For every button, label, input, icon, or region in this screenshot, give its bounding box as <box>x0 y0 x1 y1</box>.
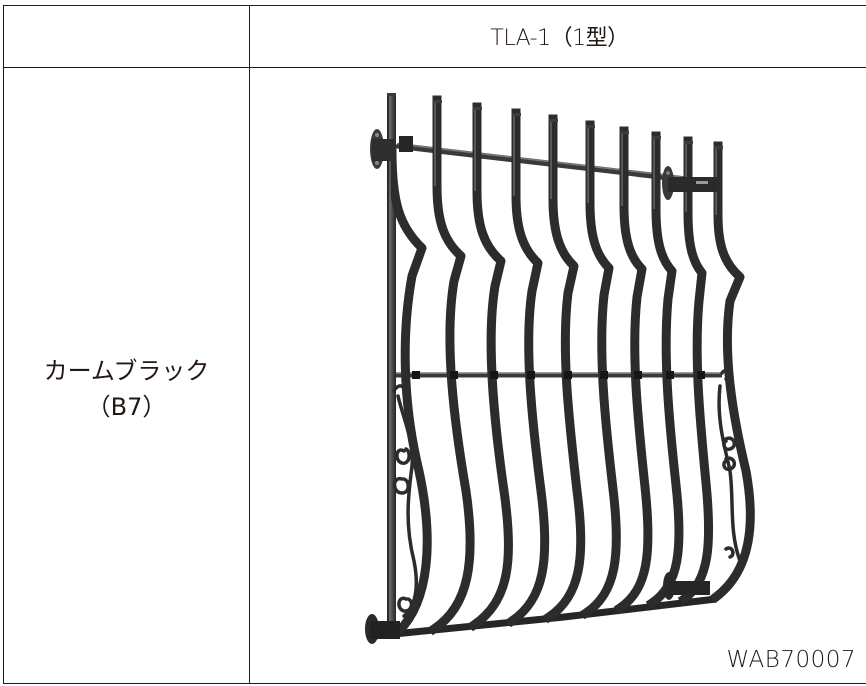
header-row: TLA-1（1型） <box>4 6 866 68</box>
middle-rail-joints <box>412 371 705 379</box>
model-header: TLA-1（1型） <box>490 26 629 51</box>
column-divider <box>249 6 250 683</box>
spec-table: TLA-1（1型） カームブラック （B7） <box>3 5 866 684</box>
curved-bars <box>387 95 755 638</box>
top-left-bracket <box>370 129 413 169</box>
window-grille-image <box>365 93 755 644</box>
right-scroll-ornament <box>717 368 742 563</box>
left-post <box>387 93 396 633</box>
color-code: （B7） <box>86 392 167 421</box>
bar-highlights <box>389 93 717 631</box>
top-right-bracket <box>662 166 718 200</box>
color-cell: カームブラック （B7） <box>4 68 249 683</box>
bottom-right-bracket <box>663 572 710 600</box>
bar-caps <box>387 93 723 149</box>
left-scroll-ornament <box>392 384 418 618</box>
bottom-left-bracket <box>365 614 400 644</box>
product-image-cell: WAB70007 <box>251 68 866 683</box>
product-code: WAB70007 <box>726 647 856 673</box>
color-name: カームブラック <box>43 356 210 385</box>
header-corner-cell <box>4 6 249 66</box>
